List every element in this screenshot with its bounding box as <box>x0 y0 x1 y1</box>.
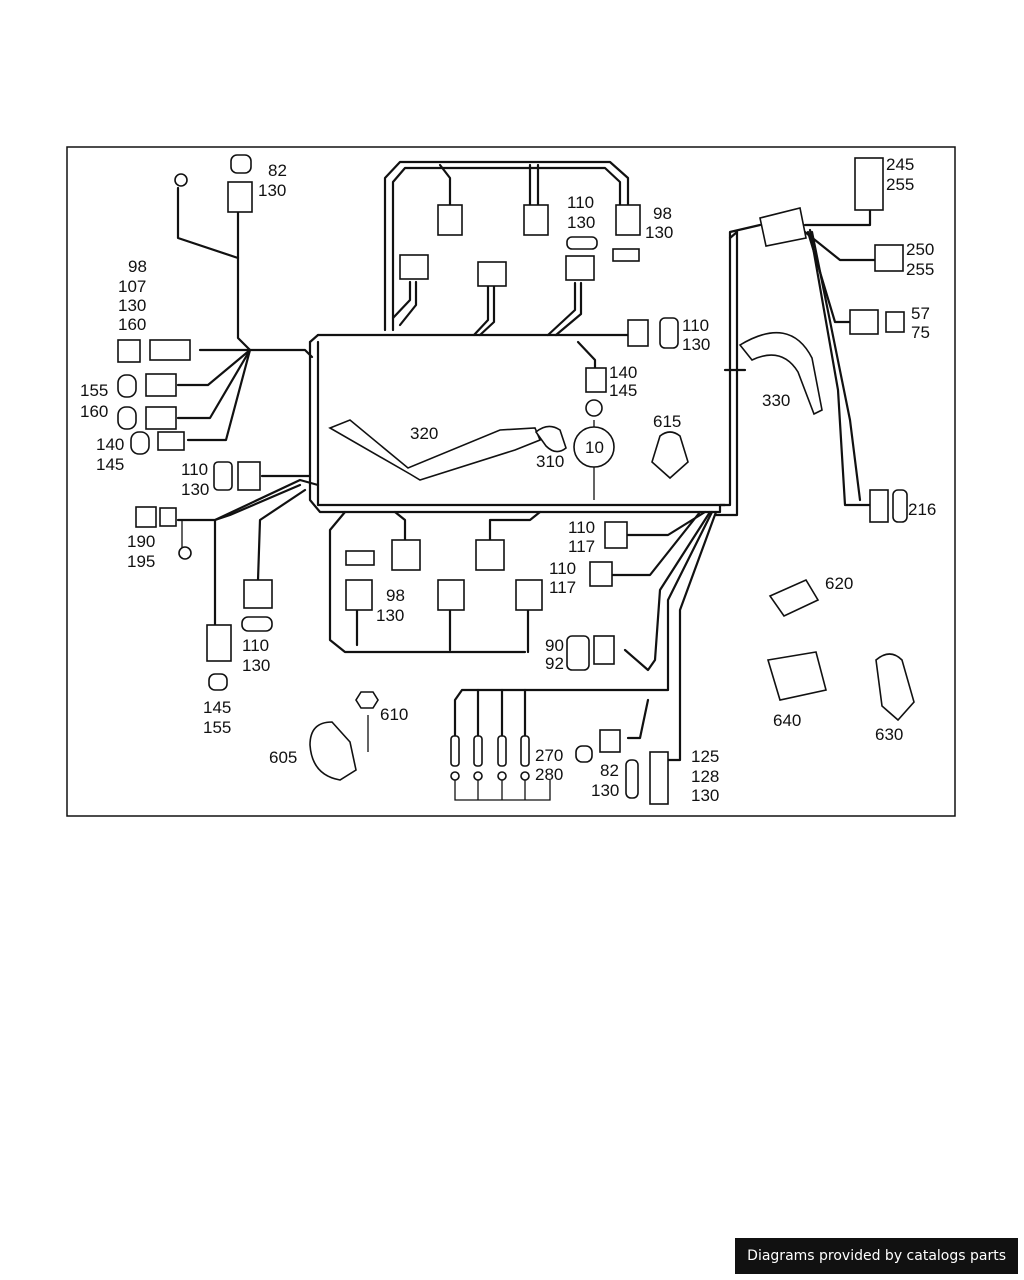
label-130-bottom-b: 130 <box>691 786 719 805</box>
catalog-credit: Diagrams provided by catalogs parts <box>735 1238 1018 1274</box>
label-57: 57 <box>911 304 930 323</box>
label-195: 195 <box>127 552 155 571</box>
label-92: 92 <box>545 654 564 673</box>
label-145-lower: 145 <box>203 698 231 717</box>
diagram-frame <box>66 146 956 817</box>
label-98-mid: 98 <box>386 586 405 605</box>
label-160: 160 <box>80 402 108 421</box>
label-155-lower: 155 <box>203 718 231 737</box>
label-98-left: 98 <box>128 257 147 276</box>
label-98-top: 98 <box>653 204 672 223</box>
label-255-a: 255 <box>886 175 914 194</box>
label-110-a: 110 <box>568 518 595 537</box>
label-107-left: 107 <box>118 277 146 296</box>
main-harness <box>176 160 877 762</box>
label-280: 280 <box>535 765 563 784</box>
part-labels: 82 130 98 107 130 160 155 160 140 145 11… <box>80 155 936 805</box>
label-615: 615 <box>653 412 681 431</box>
label-117-a: 117 <box>568 537 595 556</box>
label-130-right: 130 <box>682 335 710 354</box>
label-155: 155 <box>80 381 108 400</box>
label-145-mid: 145 <box>609 381 637 400</box>
label-610: 610 <box>380 705 408 724</box>
label-130-lower: 130 <box>242 656 270 675</box>
label-130-left-b: 130 <box>181 480 209 499</box>
label-310: 310 <box>536 452 564 471</box>
connectors <box>117 154 915 805</box>
label-90: 90 <box>545 636 564 655</box>
label-190: 190 <box>127 532 155 551</box>
label-10: 10 <box>585 438 604 457</box>
label-255-b: 255 <box>906 260 934 279</box>
label-117-b: 117 <box>549 578 576 597</box>
label-250: 250 <box>906 240 934 259</box>
label-270: 270 <box>535 746 563 765</box>
label-145-left: 145 <box>96 455 124 474</box>
label-620: 620 <box>825 574 853 593</box>
label-140-left: 140 <box>96 435 124 454</box>
label-75: 75 <box>911 323 930 342</box>
label-110-right: 110 <box>682 316 709 335</box>
label-160-left: 160 <box>118 315 146 334</box>
label-630: 630 <box>875 725 903 744</box>
label-110-left: 110 <box>181 460 208 479</box>
label-128: 128 <box>691 767 719 786</box>
label-130-mid: 130 <box>376 606 404 625</box>
label-110-b: 110 <box>549 559 576 578</box>
label-245: 245 <box>886 155 914 174</box>
label-216: 216 <box>908 500 936 519</box>
label-330: 330 <box>762 391 790 410</box>
label-130-top-b: 130 <box>567 213 595 232</box>
label-140-mid: 140 <box>609 363 637 382</box>
label-82-bottom: 82 <box>600 761 619 780</box>
label-130-top: 130 <box>258 181 286 200</box>
label-82-top: 82 <box>268 161 287 180</box>
label-130-bottom: 130 <box>591 781 619 800</box>
label-640: 640 <box>773 711 801 730</box>
label-110-top: 110 <box>567 193 594 212</box>
label-130-top-c: 130 <box>645 223 673 242</box>
label-110-lower: 110 <box>242 636 269 655</box>
label-125: 125 <box>691 747 719 766</box>
label-130-left: 130 <box>118 296 146 315</box>
label-605: 605 <box>269 748 297 767</box>
label-320: 320 <box>410 424 438 443</box>
